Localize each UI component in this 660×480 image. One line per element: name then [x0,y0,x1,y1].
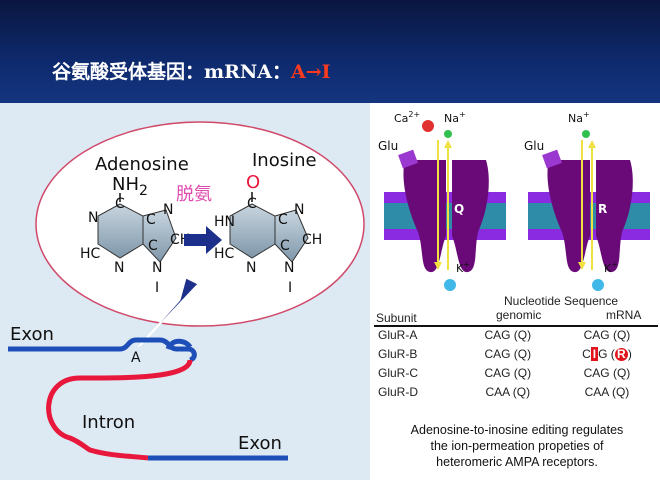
cell-subunit: GluR-D [378,384,419,399]
receptor-right [547,160,633,273]
caption-line-2: the ion-permeation propeties of [430,439,604,453]
cell-subunit: GluR-C [378,365,419,380]
atom-c: C [148,238,158,254]
edited-aa-highlight: R [614,347,628,361]
cell-genomic: CAA (Q) [485,384,531,399]
header-sequence: Sequence [564,294,619,308]
exon-right-label: Exon [238,433,282,454]
cell-subunit: GluR-A [378,327,418,342]
table-row: GluR-A CAG (Q) CAG (Q) [376,325,658,344]
atom-n: N [294,202,304,218]
title-prefix: 谷氨酸受体基因：mRNA： [52,61,292,83]
receptor-diagram: Glu Ca2+ Na+ Q K+ Glu Na+ R K+ [378,110,650,291]
header-mrna: mRNA [606,308,642,322]
influx-arrowhead-left [434,262,442,270]
atom-n: N [88,210,98,226]
sugar-bond: I [288,280,292,296]
exon-right-bump [165,338,193,351]
figure-caption: Adenosine-to-inosine editing regulates t… [376,422,658,470]
atom-hc: HC [80,246,101,262]
ca-ion [422,120,434,132]
editing-illustration: Adenosine NH2 C N C N HC C CH N N I 脱氨 I… [8,121,365,461]
cell-mrna: CAA (Q) [584,384,630,399]
efflux-arrowhead-right [588,140,596,148]
intron-loop [46,359,193,461]
table-row: GluR-C CAG (Q) CAG (Q) [376,363,658,382]
glu-label-left: Glu [378,139,398,153]
edited-base-highlight: I [590,346,599,361]
mrna-prefix: C [582,346,591,361]
cell-genomic: CAG (Q) [484,327,532,342]
atom-n: N [114,260,124,276]
header-genomic: genomic [496,308,542,322]
header-subunit: Subunit [376,311,417,325]
intron-label: Intron [82,412,135,433]
glu-ligand-right [542,149,562,169]
atom-hc: HC [214,246,235,262]
table-rule [374,325,658,327]
glu-ligand-left [398,149,418,169]
atom-c: C [247,196,257,212]
k-ion-left [444,279,456,291]
slide-title: 谷氨酸受体基因：mRNA：A→I [52,57,331,84]
na-label-right: Na+ [568,110,590,125]
molecule-oval [35,121,365,327]
na-ion-right [582,130,590,138]
amine-group: NH2 [112,174,148,199]
influx-arrowhead-right [578,262,586,270]
glu-label-right: Glu [524,139,544,153]
reaction-arrow [184,226,222,254]
atom-hn: HN [214,214,235,230]
mrna-suffix: ) [627,346,632,361]
header-nucleotide: Nucleotide [504,294,561,308]
edit-site-label: A [131,350,141,366]
cell-mrna: CAG (Q) [583,365,631,380]
na-label-left: Na+ [444,110,466,125]
inosine-ring-5 [274,209,309,263]
k-label-right: K+ [604,260,618,275]
cell-mrna: CAG (Q) [583,327,631,342]
atom-c: C [278,212,288,228]
atom-c: C [115,196,125,212]
mrna-mid: G ( [598,346,615,361]
atom-c: C [146,212,156,228]
atom-n: N [284,260,294,276]
atom-ch: CH [302,232,322,248]
na-ion-left [444,130,452,138]
adenine-ring-5 [142,209,177,263]
channel-r-label: R [598,202,607,216]
oxygen-atom: O [246,172,260,193]
receptor-left [403,160,489,273]
ca-label: Ca2+ [394,110,420,125]
atom-n: N [246,260,256,276]
title-accent: A→I [291,61,331,83]
atom-n: N [152,260,162,276]
cell-genomic: CAG (Q) [484,346,532,361]
deamination-label: 脱氨 [176,184,212,205]
atom-n: N [163,202,173,218]
k-ion-right [592,279,604,291]
caption-line-3: heteromeric AMPA receptors. [436,455,598,469]
sugar-bond: I [155,280,159,296]
cell-subunit: GluR-B [378,346,418,361]
cell-genomic: CAG (Q) [484,365,532,380]
exon-left-label: Exon [10,324,54,345]
caption-line-1: Adenosine-to-inosine editing regulates [410,423,624,437]
header-bar: 谷氨酸受体基因：mRNA：A→I [0,0,660,103]
adenosine-label: Adenosine [95,154,189,175]
exon-left [8,337,197,363]
efflux-arrowhead-left [444,140,452,148]
table-row: GluR-D CAA (Q) CAA (Q) [376,382,658,401]
channel-q-label: Q [454,202,464,216]
k-label-left: K+ [456,260,470,275]
header-nucleotide-sequence: Nucleotide Sequence [504,294,618,308]
atom-c: C [280,238,290,254]
inosine-label: Inosine [252,150,317,171]
